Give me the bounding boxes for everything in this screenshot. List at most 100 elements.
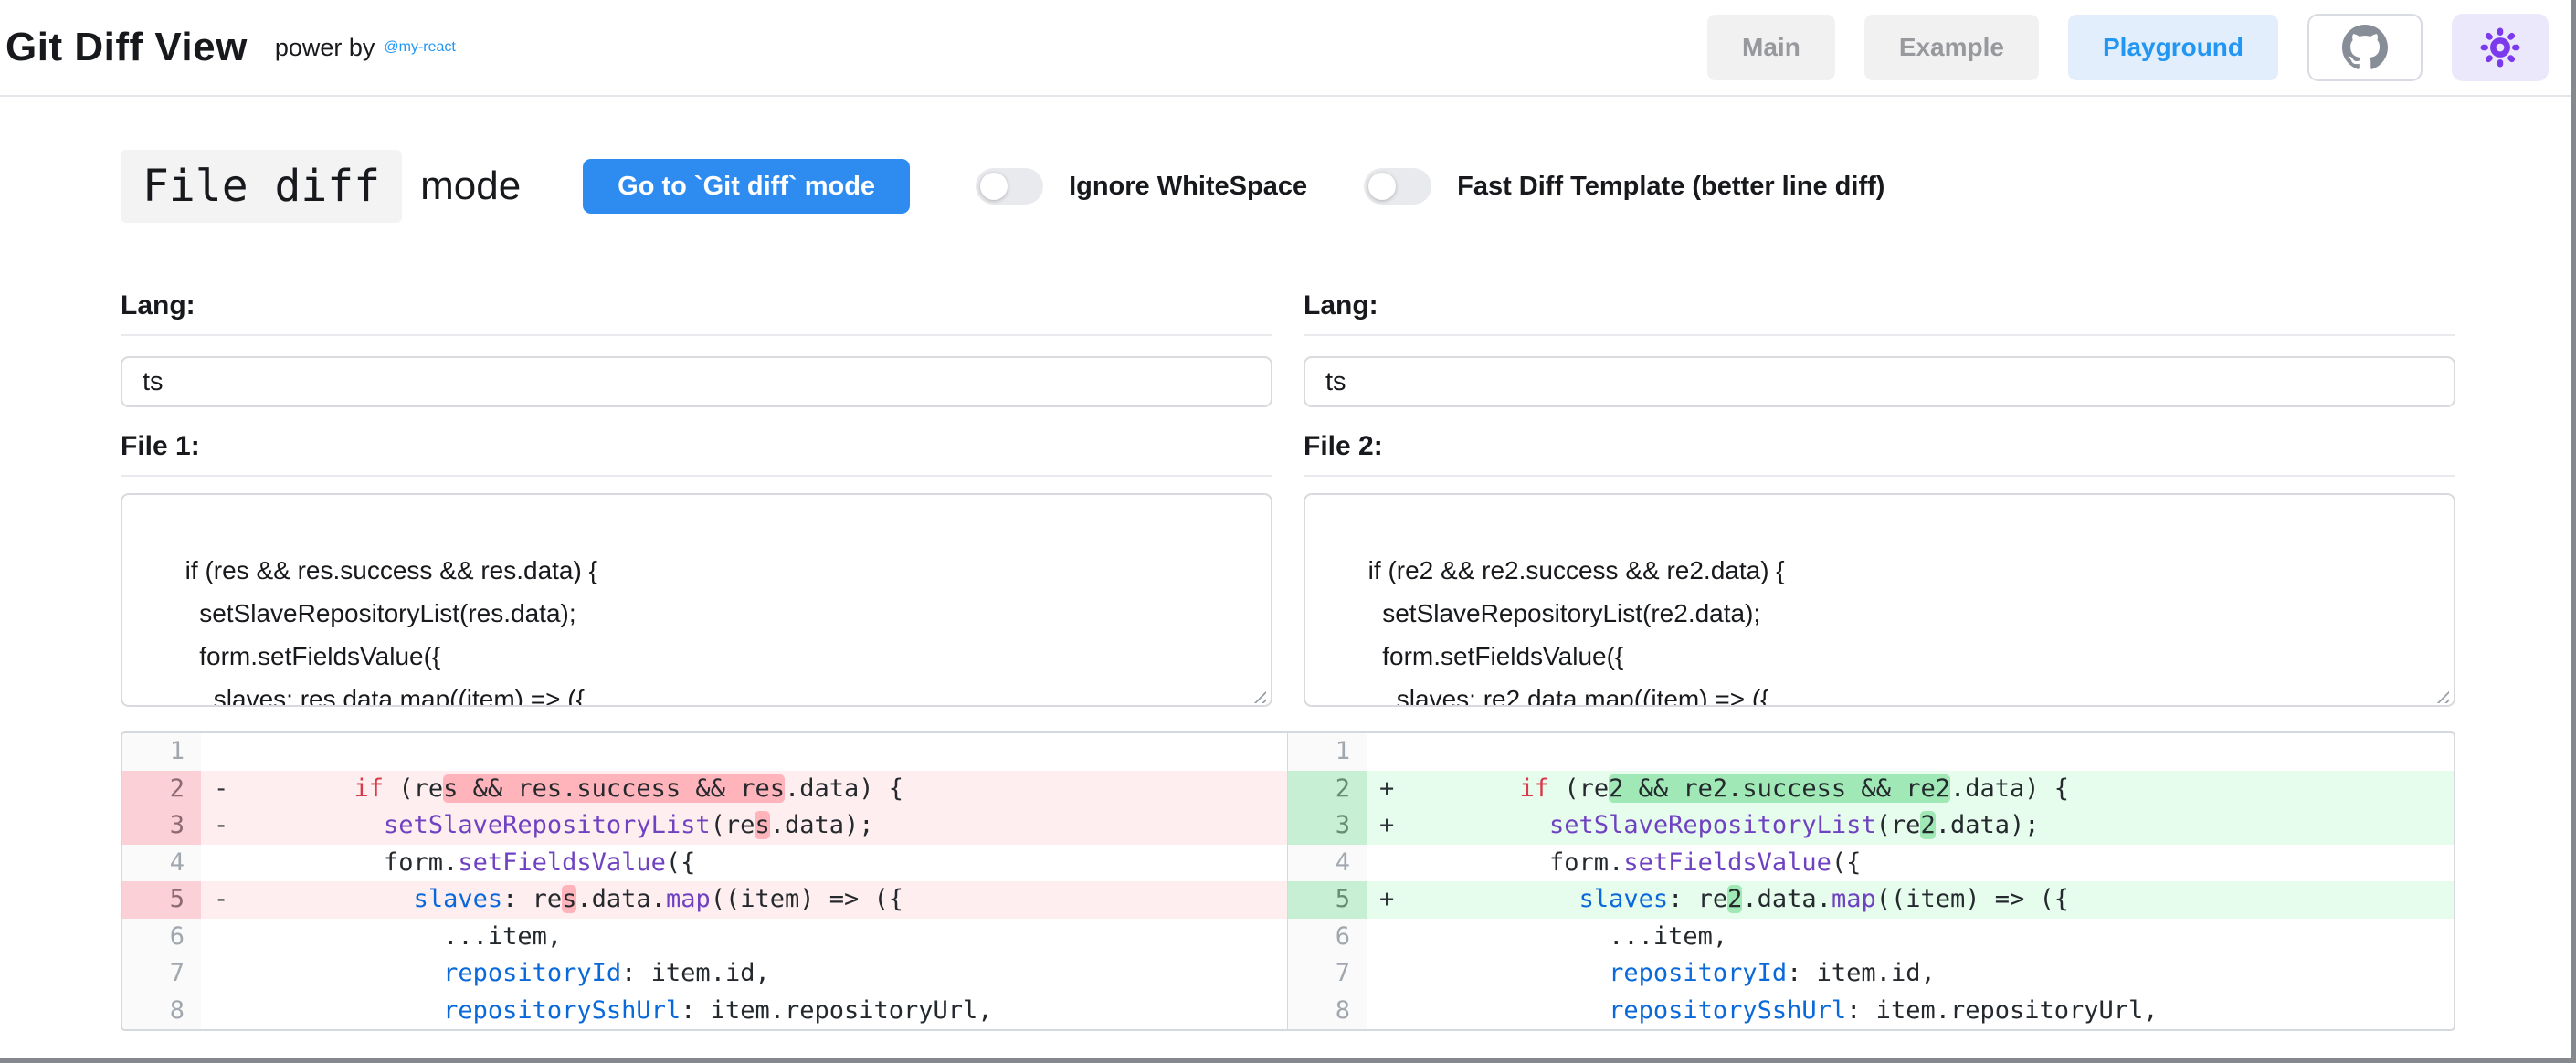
diff-row: 1 [1288,733,2454,771]
line-number: 3 [1288,807,1367,845]
theme-toggle-button[interactable] [2452,14,2549,81]
diff-marker: - [201,807,265,845]
horizontal-scrollbar[interactable] [0,1058,2576,1063]
file2-textarea-wrap: if (re2 && re2.success && re2.data) { se… [1304,493,2455,711]
lang-input-left[interactable] [121,356,1272,407]
diff-row: 1 [122,733,1287,771]
main-content: File diff mode Go to `Git diff` mode Ign… [0,97,2576,1031]
diff-marker: + [1367,771,1431,808]
file1-textarea[interactable]: if (res && res.success && res.data) { se… [121,493,1272,707]
diff-pane-right: 12+ if (re2 && re2.success && re2.data) … [1288,733,2454,1029]
diff-row: 6 ...item, [122,919,1287,956]
diff-marker [1367,919,1431,956]
mode-heading-row: File diff mode Go to `Git diff` mode Ign… [121,150,2455,223]
editor-columns: Lang: File 1: if (res && res.success && … [121,259,2455,711]
divider [1304,475,2455,477]
diff-row: 7 repositoryId: item.id, [122,955,1287,993]
my-react-link[interactable]: @my-react [384,39,455,56]
code-line: setSlaveRepositoryList(res.data); [265,807,1287,845]
nav-button-example[interactable]: Example [1864,15,2039,80]
diff-row: 2- if (res && res.success && res.data) { [122,771,1287,808]
diff-marker: - [201,881,265,919]
fast-diff-label: Fast Diff Template (better line diff) [1457,172,1884,202]
line-number: 7 [122,955,201,993]
diff-row: 2+ if (re2 && re2.success && re2.data) { [1288,771,2454,808]
diff-row: 6 ...item, [1288,919,2454,956]
code-line: repositorySshUrl: item.repositoryUrl, [265,993,1287,1030]
divider [1304,334,2455,336]
file2-textarea[interactable]: if (re2 && re2.success && re2.data) { se… [1304,493,2455,707]
code-line: slaves: re2.data.map((item) => ({ [1431,881,2454,919]
lang-label-left: Lang: [121,290,1272,321]
diff-row: 8 repositorySshUrl: item.repositoryUrl, [122,993,1287,1030]
diff-marker [1367,733,1431,771]
divider [121,334,1272,336]
vertical-scrollbar[interactable] [2571,0,2576,1063]
github-icon [2341,25,2389,70]
line-number: 5 [1288,881,1367,919]
diff-pane-left: 12- if (res && res.success && res.data) … [122,733,1288,1029]
fast-diff-toggle[interactable] [1364,168,1431,205]
line-number: 8 [122,993,201,1030]
header-nav: Main Example Playground [1707,14,2549,81]
file1-textarea-wrap: if (res && res.success && res.data) { se… [121,493,1272,711]
go-to-git-diff-button[interactable]: Go to `Git diff` mode [583,159,910,214]
line-number: 4 [122,845,201,882]
right-column: Lang: File 2: if (re2 && re2.success && … [1304,259,2455,711]
line-number: 6 [122,919,201,956]
nav-button-playground[interactable]: Playground [2068,15,2278,80]
app-title: Git Diff View [5,25,248,70]
power-by-text: power by [275,34,375,62]
code-line: repositoryId: item.id, [1431,955,2454,993]
code-line [265,733,1287,771]
line-number: 1 [122,733,201,771]
diff-row: 8 repositorySshUrl: item.repositoryUrl, [1288,993,2454,1030]
mode-suffix-text: mode [420,163,521,209]
ignore-whitespace-toggle[interactable] [976,168,1043,205]
diff-view: 12- if (res && res.success && res.data) … [121,731,2455,1031]
diff-marker [201,919,265,956]
diff-row: 3+ setSlaveRepositoryList(re2.data); [1288,807,2454,845]
lang-input-right[interactable] [1304,356,2455,407]
code-line: form.setFieldsValue({ [1431,845,2454,882]
diff-marker [201,733,265,771]
divider [121,475,1272,477]
line-number: 3 [122,807,201,845]
ignore-whitespace-label: Ignore WhiteSpace [1069,172,1307,202]
line-number: 6 [1288,919,1367,956]
code-line [1431,733,2454,771]
github-button[interactable] [2307,14,2423,81]
fast-diff-group: Fast Diff Template (better line diff) [1364,168,1884,205]
diff-marker [201,955,265,993]
line-number: 4 [1288,845,1367,882]
diff-marker [201,845,265,882]
line-number: 8 [1288,993,1367,1030]
nav-button-main[interactable]: Main [1707,15,1835,80]
ignore-whitespace-group: Ignore WhiteSpace [976,168,1307,205]
code-line: setSlaveRepositoryList(re2.data); [1431,807,2454,845]
code-line: repositoryId: item.id, [265,955,1287,993]
code-line: repositorySshUrl: item.repositoryUrl, [1431,993,2454,1030]
diff-marker: - [201,771,265,808]
file2-label: File 2: [1304,431,2455,462]
toggle-knob [1368,173,1396,200]
diff-marker [201,993,265,1030]
sun-icon [2479,26,2521,68]
code-line: ...item, [265,919,1287,956]
code-line: ...item, [1431,919,2454,956]
diff-marker [1367,955,1431,993]
diff-row: 4 form.setFieldsValue({ [122,845,1287,882]
diff-marker: + [1367,881,1431,919]
diff-marker [1367,993,1431,1030]
line-number: 1 [1288,733,1367,771]
line-number: 5 [122,881,201,919]
mode-code-badge: File diff [121,150,402,223]
diff-marker [1367,845,1431,882]
app-header: Git Diff View power by @my-react Main Ex… [0,0,2576,97]
line-number: 2 [1288,771,1367,808]
diff-row: 3- setSlaveRepositoryList(res.data); [122,807,1287,845]
diff-row: 5+ slaves: re2.data.map((item) => ({ [1288,881,2454,919]
diff-row: 7 repositoryId: item.id, [1288,955,2454,993]
code-line: if (re2 && re2.success && re2.data) { [1431,771,2454,808]
toggle-knob [980,173,1008,200]
